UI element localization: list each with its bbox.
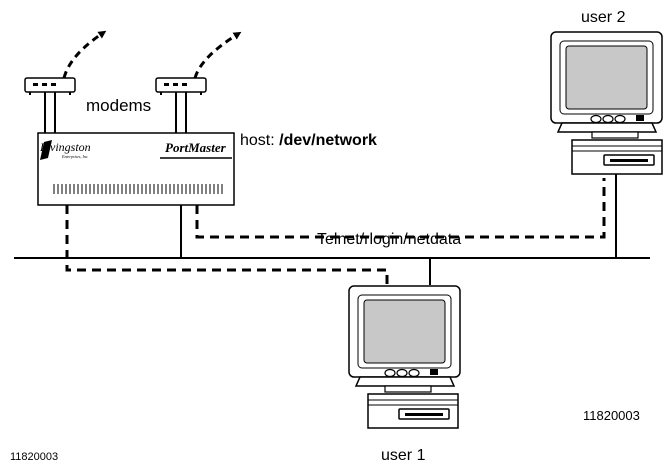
host-device-path: /dev/network bbox=[279, 132, 377, 149]
user1-workstation bbox=[348, 285, 461, 429]
host-prefix: host: bbox=[240, 132, 280, 149]
session-path-user2 bbox=[195, 178, 606, 239]
user2-screen bbox=[565, 45, 648, 110]
portmaster-ports bbox=[53, 184, 223, 194]
figure-id-right: 11820003 bbox=[583, 408, 640, 423]
user2-label: user 2 bbox=[581, 9, 626, 26]
livingston-logo-mark bbox=[40, 140, 52, 160]
host-label: host: /dev/network bbox=[240, 133, 377, 149]
connection-label: Telnet/rlogin/netdata bbox=[317, 231, 462, 248]
portmaster-logo: PortMaster bbox=[165, 140, 226, 155]
user1-screen bbox=[363, 299, 446, 364]
modem-1 bbox=[24, 77, 76, 95]
modems-label: modems bbox=[86, 96, 152, 115]
modem1-outgoing-arrow bbox=[62, 30, 107, 79]
session-path-user1 bbox=[65, 205, 389, 290]
figure-id-left: 11820003 bbox=[10, 451, 59, 463]
modem-2 bbox=[155, 77, 207, 95]
livingston-subtitle: Enterprises, Inc. bbox=[62, 154, 89, 159]
portmaster-unit bbox=[37, 132, 235, 206]
user1-label: user 1 bbox=[381, 447, 426, 464]
user2-workstation bbox=[550, 31, 663, 175]
livingston-logo: Livingston bbox=[40, 140, 91, 154]
modem2-outgoing-arrow bbox=[193, 31, 242, 79]
